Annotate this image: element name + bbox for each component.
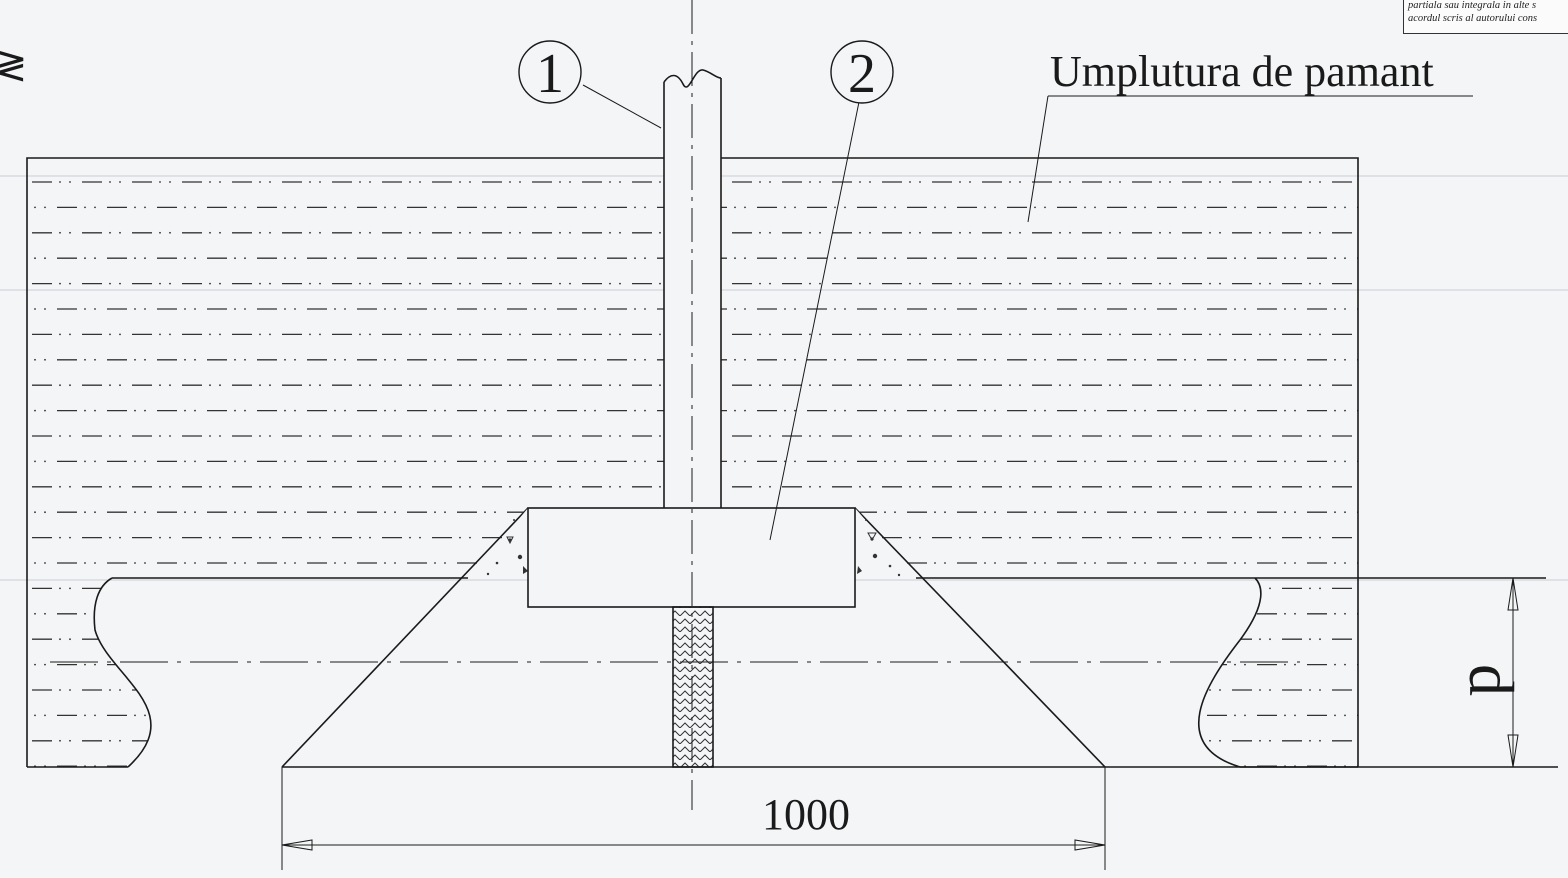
dimension-width-label: 1000	[762, 790, 850, 839]
excavation-outline	[93, 577, 1546, 768]
callout-part-2-label: 2	[848, 43, 876, 105]
left-edge-glyph: ≷	[0, 42, 28, 87]
copyright-note-box: partiala sau integrala in alte s acordul…	[1403, 0, 1568, 34]
callout-part-1: 1	[518, 40, 582, 105]
concrete-fillet-left	[470, 508, 528, 578]
leader-part-2	[769, 96, 861, 541]
dimension-depth	[1507, 577, 1519, 768]
pit-slopes	[281, 507, 1558, 768]
dimension-width	[281, 767, 1106, 870]
leader-soil-fill	[1027, 95, 1049, 223]
copyright-note-line-2: acordul scris al autorului cons	[1408, 13, 1538, 24]
center-lines	[50, 0, 1300, 810]
leader-part-1	[582, 84, 662, 129]
dimension-depth-label: d	[1456, 664, 1527, 696]
copyright-note-line-1: partiala sau integrala in alte s	[1408, 0, 1537, 11]
concrete-fillet-right	[855, 508, 916, 578]
callout-part-2: 2	[830, 40, 894, 105]
callout-part-1-label: 1	[536, 43, 564, 105]
soil-fill-label: Umplutura de pamant	[1050, 47, 1434, 96]
leader-lines	[582, 84, 1473, 541]
weld-rod	[672, 606, 714, 768]
